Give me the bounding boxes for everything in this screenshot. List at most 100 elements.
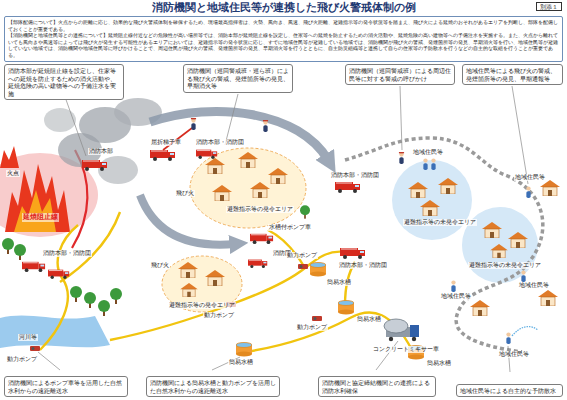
leader-line <box>508 346 510 372</box>
leader-line <box>225 94 238 145</box>
house <box>508 232 528 248</box>
evacuation-area <box>162 256 242 312</box>
house <box>438 178 458 194</box>
callout-text: 消防機関（巡回警戒班）による周辺住民等に対する警戒の呼びかけ <box>349 67 451 82</box>
tree <box>14 244 26 260</box>
scene-label: 消防本部・消防団 <box>195 139 245 146</box>
resident <box>506 332 510 344</box>
scene-label: 簡易水槽 <box>426 360 452 367</box>
scene-label: コンクリートミキサー車 <box>372 346 440 353</box>
callout-text: 消防本部が延焼阻止線を設定し、住家等への延焼を防止するための消火活動や、延焼危険… <box>8 67 120 97</box>
house <box>540 180 560 196</box>
scene-label: 避難指示等の未発令エリア <box>468 262 542 269</box>
power-pump <box>30 346 40 351</box>
firefighter <box>191 118 196 130</box>
smoke <box>98 156 138 184</box>
house <box>470 300 490 316</box>
scene-label: 火点 <box>6 170 20 177</box>
scene-label: 地域住民等 <box>518 282 550 289</box>
scene-label: 避難指示等の発令エリア <box>168 302 236 309</box>
ladder-truck <box>150 150 175 161</box>
patrol-route <box>345 138 543 352</box>
house <box>408 182 428 198</box>
scene-label: 河川等 <box>18 334 38 341</box>
leader-line <box>400 86 402 150</box>
leader-line <box>512 86 528 184</box>
scene-label: 簡易水槽 <box>356 316 382 323</box>
diagram-title: 消防機関と地域住民等が連携した飛び火警戒体制の例 <box>0 1 567 14</box>
resident <box>423 158 427 170</box>
hose <box>40 225 78 350</box>
scene-label: 地域住民等 <box>440 293 472 300</box>
callout-box: 消防機関による簡易水槽と動力ポンプを活用した自然水利からの遠距離送水 <box>146 376 280 397</box>
resident <box>526 186 530 198</box>
wind-arrow <box>140 195 235 245</box>
scene-label: 動力ポンプ <box>6 356 38 363</box>
scene-label: 消防本部・消防団 <box>338 262 388 269</box>
house <box>420 200 440 216</box>
tree <box>110 288 122 304</box>
callout-text: 消防機関による簡易水槽と動力ポンプを活用した自然水利からの遠距離送水 <box>150 379 276 394</box>
scene-label: 避難指示等の発令エリア <box>226 206 294 213</box>
callout-text: 消防機関（巡回警戒班・巡ら班）による飛び火の警戒、発煙箇所等の発見、早期消火等 <box>187 67 289 90</box>
house <box>268 168 288 184</box>
firefighter <box>399 152 404 164</box>
hose <box>268 230 305 268</box>
callout-box: 地域住民等による自主的な予防散水 <box>456 384 563 398</box>
tank-pump-truck <box>250 234 273 244</box>
info-text: 【部隊配備について】火点からの距離に応じ、効果的な飛び火警戒体制を確保するため、… <box>8 19 559 32</box>
callout-box: 消防機関（巡回警戒班）による周辺住民等に対する警戒の呼びかけ <box>345 64 455 85</box>
fire-truck <box>335 182 360 193</box>
fire-flame <box>0 146 19 168</box>
attachment-tag: 別添１ <box>536 2 562 11</box>
callout-box: 消防機関（巡回警戒班・巡ら班）による飛び火の警戒、発煙箇所等の発見、早期消火等 <box>183 64 293 93</box>
scene-label: 消防本部 <box>88 148 114 155</box>
scene-label: 水槽付ポンプ車 <box>268 224 312 231</box>
fire-truck <box>82 160 107 171</box>
callout-text: 消防機関と協定締結機関との連携による消防水利確保 <box>322 379 432 394</box>
house <box>205 158 225 174</box>
resident <box>521 270 525 282</box>
house <box>250 182 270 198</box>
scene-label: 飛び火 <box>175 190 195 197</box>
callout-text: 消防機関によるポンプ車等を活用した自然水利からの遠距離送水 <box>8 379 124 394</box>
simple-tank <box>338 301 354 315</box>
tree <box>84 292 96 308</box>
scene-label: 動力ポンプ <box>203 312 235 319</box>
fire-truck <box>248 260 267 268</box>
house <box>180 283 198 297</box>
house <box>238 152 258 168</box>
scene-label: 地域住民等 <box>412 149 444 156</box>
resident <box>451 280 455 292</box>
mixer-wheel <box>412 337 416 341</box>
fire-flame <box>5 164 70 232</box>
callout-box: 消防機関と協定締結機関との連携による消防水利確保 <box>318 376 436 397</box>
info-text: 【消防機関と地域住民等との連携について】延焼阻止線付近などの危険性が高い場所等で… <box>8 32 559 58</box>
scene-label: 簡易水槽 <box>228 359 254 366</box>
mixer-cab <box>410 325 419 337</box>
non-evacuation-area <box>392 160 472 240</box>
scene-label: 屈折梯子車 <box>150 139 182 146</box>
fire-truck <box>196 150 217 159</box>
house <box>205 270 225 286</box>
callout-box: 消防機関によるポンプ車等を活用した自然水利からの遠距離送水 <box>4 376 128 397</box>
callout-text: 地域住民等による飛び火の警戒、発煙箇所等の発見、早期通報等 <box>466 67 559 82</box>
house <box>482 222 502 238</box>
power-pump <box>312 316 322 321</box>
scene-label: 消防本部・消防団 <box>42 250 92 257</box>
mixer-drum <box>384 319 408 333</box>
wind-arrow <box>150 111 328 160</box>
scene-label: 飛び火 <box>150 262 170 269</box>
callout-box: 地域住民等による飛び火の警戒、発煙箇所等の発見、早期通報等 <box>462 64 563 85</box>
tree <box>70 286 82 302</box>
resident <box>431 158 435 170</box>
simple-tank <box>310 263 326 277</box>
scene-label: 地域住民等 <box>498 351 530 358</box>
house <box>178 262 198 278</box>
leader-line <box>38 352 60 370</box>
house <box>538 290 558 306</box>
firefighter <box>263 120 268 132</box>
house <box>212 185 232 201</box>
